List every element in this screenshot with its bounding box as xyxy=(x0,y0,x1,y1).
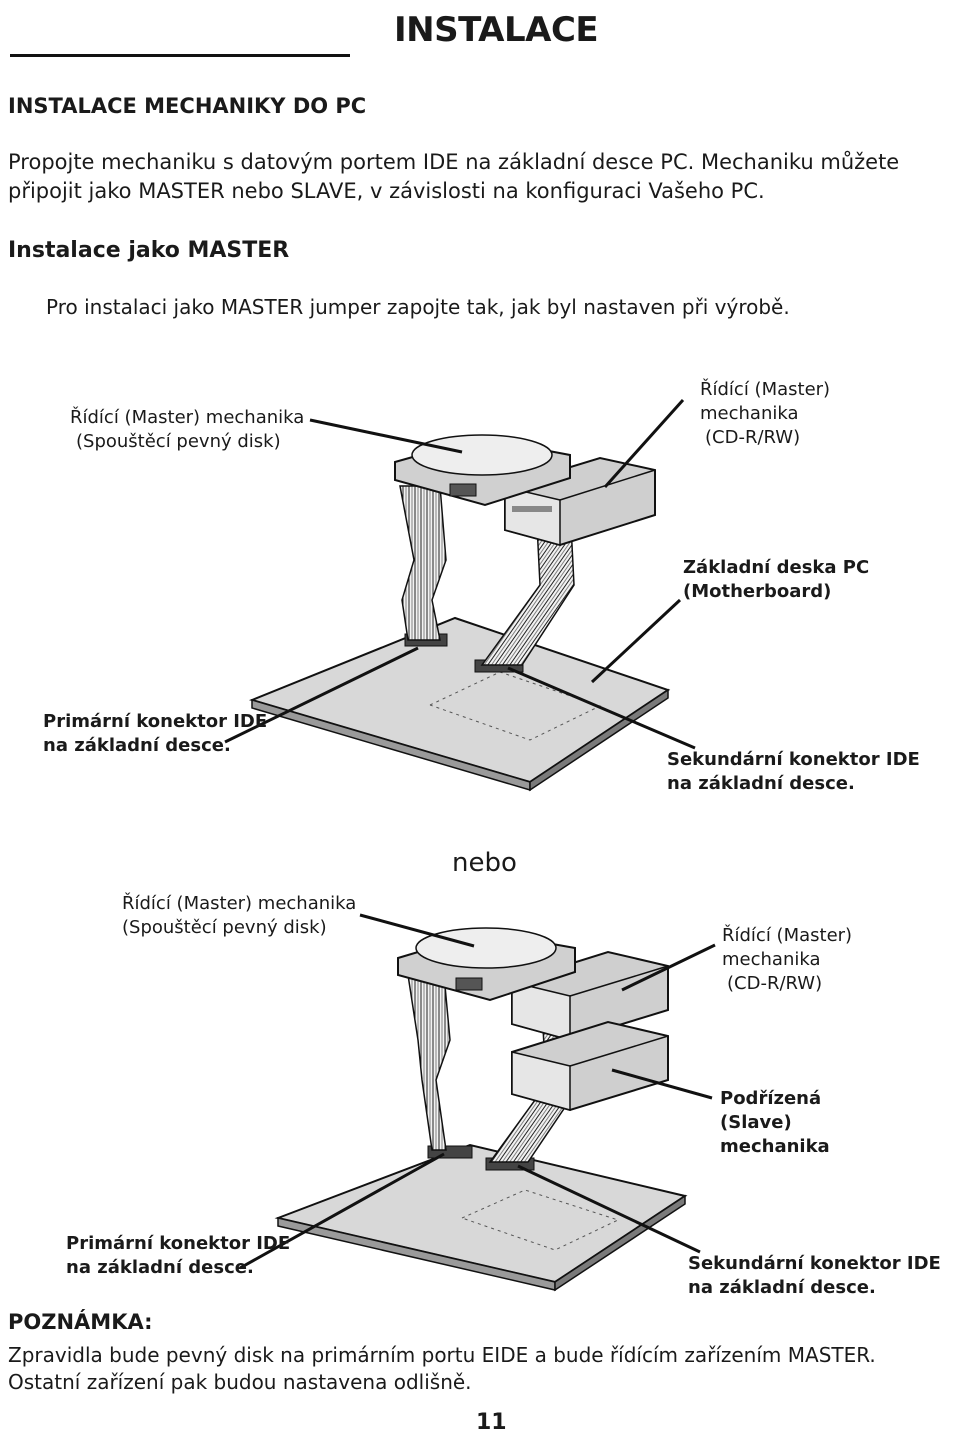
diagram-2 xyxy=(239,913,716,1292)
secondary-label-line-1: Sekundární konektor IDE xyxy=(667,749,920,770)
note-text: Zpravidla bude pevný disk na primárním p… xyxy=(8,1342,876,1396)
mb-label-line-1: Základní deska PC xyxy=(683,557,870,578)
secondary-label-line-2: na základní desce. xyxy=(667,773,855,794)
note-line-2: Ostatní zařízení pak budou nastavena odl… xyxy=(8,1370,472,1394)
note-title: POZNÁMKA: xyxy=(8,1310,153,1334)
intro-line-2: připojit jako MASTER nebo SLAVE, v závis… xyxy=(8,179,765,203)
page-number: 11 xyxy=(476,1410,507,1435)
cd-label-line-1: Řídící (Master) xyxy=(700,379,831,400)
secondary-connector-label-1: Sekundární konektor IDE na základní desc… xyxy=(667,748,920,796)
cd-master-label-1: Řídící (Master) mechanika (CD-R/RW) xyxy=(700,378,830,450)
slave-label-line-3: mechanika xyxy=(720,1136,830,1157)
cd-label-line-3: (CD-R/RW) xyxy=(727,973,823,994)
cd-master-label-2: Řídící (Master) mechanika (CD-R/RW) xyxy=(722,924,852,996)
cd-label-line-3: (CD-R/RW) xyxy=(705,427,801,448)
hdd-label-line-2: (Spouštěcí pevný disk) xyxy=(76,431,281,452)
primary-label-line-2: na základní desce. xyxy=(43,735,231,756)
diagram-1 xyxy=(224,398,696,792)
hdd-label-line-2: (Spouštěcí pevný disk) xyxy=(122,917,327,938)
note-line-1: Zpravidla bude pevný disk na primárním p… xyxy=(8,1343,876,1367)
secondary-label-line-2: na základní desce. xyxy=(688,1277,876,1298)
intro-paragraph: Propojte mechaniku s datovým portem IDE … xyxy=(8,148,948,206)
primary-ribbon-cable-2 xyxy=(407,974,451,1151)
cd-label-line-2: mechanika xyxy=(722,949,821,970)
master-text: Pro instalaci jako MASTER jumper zapojte… xyxy=(46,295,790,319)
section-title: INSTALACE MECHANIKY DO PC xyxy=(8,94,367,118)
primary-label-line-2: na základní desce. xyxy=(66,1257,254,1278)
slave-label-line-2: (Slave) xyxy=(720,1112,792,1133)
cd-label-line-1: Řídící (Master) xyxy=(722,925,853,946)
secondary-connector-label-2: Sekundární konektor IDE na základní desc… xyxy=(688,1252,941,1300)
primary-label-line-1: Primární konektor IDE xyxy=(66,1233,291,1254)
slave-drive-label: Podřízená (Slave) mechanika xyxy=(720,1087,830,1159)
primary-connector-label-2: Primární konektor IDE na základní desce. xyxy=(66,1232,290,1280)
motherboard-label-1: Základní deska PC (Motherboard) xyxy=(683,556,869,604)
separator-text: nebo xyxy=(452,848,517,878)
hdd-master-label-2: Řídící (Master) mechanika (Spouštěcí pev… xyxy=(122,892,356,940)
slave-label-line-1: Podřízená xyxy=(720,1088,822,1109)
hdd-label-line-1: Řídící (Master) mechanika xyxy=(122,893,357,914)
cd-label-line-2: mechanika xyxy=(700,403,799,424)
header-rule xyxy=(10,54,350,57)
primary-label-line-1: Primární konektor IDE xyxy=(43,711,268,732)
page-title: INSTALACE xyxy=(394,10,599,50)
intro-line-1: Propojte mechaniku s datovým portem IDE … xyxy=(8,150,900,174)
hdd-label-line-1: Řídící (Master) mechanika xyxy=(70,407,305,428)
primary-connector-label-1: Primární konektor IDE na základní desce. xyxy=(43,710,267,758)
mb-label-line-2: (Motherboard) xyxy=(683,581,832,602)
primary-ribbon-cable-1 xyxy=(399,485,447,641)
master-heading: Instalace jako MASTER xyxy=(8,238,290,263)
hdd-master-label-1: Řídící (Master) mechanika (Spouštěcí pev… xyxy=(70,406,304,454)
secondary-label-line-1: Sekundární konektor IDE xyxy=(688,1253,941,1274)
